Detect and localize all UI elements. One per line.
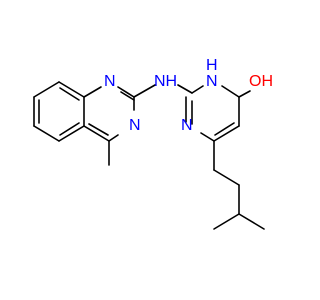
bond: [83, 125, 110, 142]
bond: [58, 125, 85, 142]
bond: [221, 85, 240, 98]
amine-linker-nh-label: NH: [154, 73, 177, 90]
bond: [59, 122, 80, 136]
bond: [133, 84, 156, 98]
bond: [59, 87, 80, 101]
bond: [191, 85, 204, 94]
atom-label-group: N N NH N H N OH: [104, 57, 273, 134]
bond: [213, 125, 240, 142]
bond: [214, 122, 235, 136]
bond: [58, 81, 85, 98]
bond: [83, 86, 102, 98]
molecule-structure-diagram: N N NH N H N OH: [33, 57, 273, 230]
bond: [238, 213, 265, 230]
bond: [33, 81, 60, 98]
quinazoline-n3-label: N: [129, 117, 141, 134]
bond: [117, 86, 135, 98]
bond: [177, 84, 193, 94]
bond: [88, 123, 109, 136]
bond: [108, 134, 119, 142]
quinazoline-n1-label: N: [104, 73, 116, 90]
carbonyl-oxygen-label: OH: [249, 73, 273, 90]
pyrimidinone-nh-hydrogen-label: H: [206, 57, 218, 74]
bond: [238, 90, 251, 98]
bond: [213, 169, 240, 186]
bond-group: [33, 81, 265, 230]
bond: [213, 213, 240, 230]
pyrimidinone-n1-label: N: [181, 117, 193, 134]
bond: [200, 132, 215, 142]
bond: [33, 125, 60, 142]
bond: [120, 91, 135, 101]
pyrimidinone-nh-label: N: [206, 73, 218, 90]
